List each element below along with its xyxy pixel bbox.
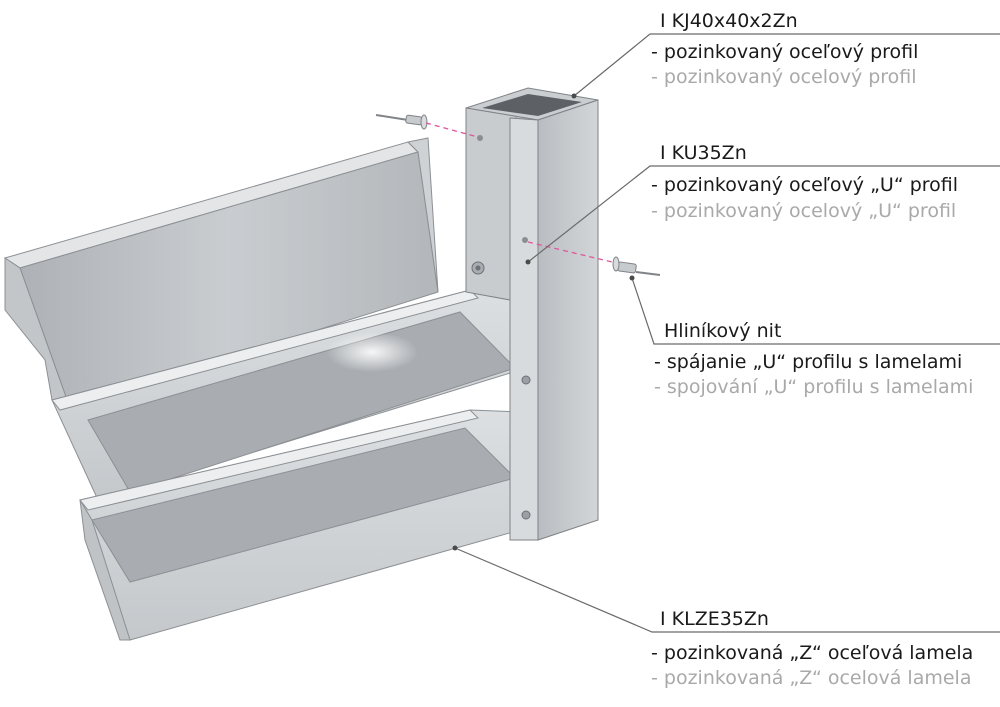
- callout-1-desc-sk: - pozinkovaný oceľový profil: [651, 41, 919, 63]
- louvre-blade-bottom: [79, 409, 521, 641]
- leader-rivet: [631, 277, 1000, 345]
- callout-4-desc-sk: - pozinkovaná „Z“ oceľová lamela: [651, 642, 974, 664]
- callout-3-desc-sk: - spájanie „U“ profilu s lamelami: [654, 351, 963, 373]
- u-profile-ku35: [465, 107, 539, 541]
- callout-3-code: Hliníkový nit: [664, 320, 782, 342]
- callout-1-desc-cz: - pozinkovaný ocelový profil: [651, 66, 917, 88]
- leader-dot-kj40: [571, 93, 577, 99]
- leader-dot-ku35: [525, 259, 531, 265]
- callout-1-code: I KJ40x40x2Zn: [660, 10, 798, 32]
- callout-4-desc-cz: - pozinkovaná „Z“ ocelová lamela: [651, 667, 972, 689]
- callout-3-desc-cz: - spojování „U“ profilu s lamelami: [654, 376, 974, 398]
- leader-klze35: [454, 547, 1000, 633]
- leader-dot-klze35: [452, 545, 458, 551]
- louvre-blade-top: [3, 137, 439, 409]
- callout-2-desc-cz: - pozinkovaný ocelový „U“ profil: [651, 200, 957, 222]
- leader-dot-rivet: [629, 275, 635, 281]
- post-kj40: [465, 87, 599, 541]
- leader-lines: [454, 33, 1000, 633]
- callout-4-code: I KLZE35Zn: [660, 608, 769, 630]
- callout-2-code: I KU35Zn: [660, 142, 747, 164]
- louvre-blade-middle: [51, 289, 521, 501]
- rivet-top: [375, 114, 428, 130]
- leader-ku35: [527, 165, 1000, 263]
- leader-kj40: [573, 33, 1000, 97]
- rivet-right: [612, 256, 661, 276]
- callout-2-desc-sk: - pozinkovaný oceľový „U“ profil: [651, 174, 959, 196]
